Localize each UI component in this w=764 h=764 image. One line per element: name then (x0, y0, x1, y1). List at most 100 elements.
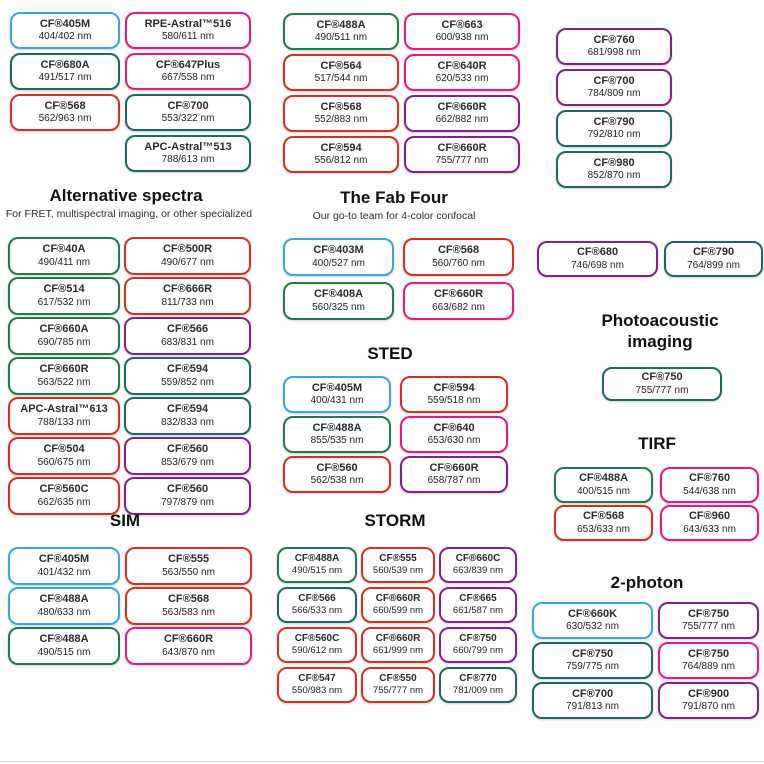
dye-name: CF®408A (313, 288, 364, 301)
dye-wavelengths: 566/533 nm (291, 605, 343, 617)
two-photon-title: 2-photon (610, 573, 684, 592)
dye-wavelengths: 517/544 nm (314, 73, 368, 85)
dye-wavelengths: 663/682 nm (432, 301, 485, 313)
dye-wavelengths: 404/402 nm (38, 31, 92, 43)
dye-name: CF®960 (688, 510, 731, 523)
dye-wavelengths: 658/787 nm (427, 475, 481, 487)
dye-wavelengths: 660/799 nm (452, 645, 504, 657)
bottom-divider (0, 761, 764, 762)
dye-name: CF®660R (437, 100, 487, 113)
dye-wavelengths: 681/998 nm (587, 47, 641, 59)
dye-wavelengths: 755/777 nm (435, 155, 489, 167)
dye-name: CF®40A (42, 243, 86, 256)
dye-name: CF®564 (320, 59, 362, 72)
fab-four-title: The Fab Four (340, 188, 448, 207)
dye-wavelengths: 683/831 nm (161, 336, 214, 348)
dye-wavelengths: 559/518 nm (427, 395, 481, 407)
dye-name: CF®405M (39, 17, 91, 30)
dye-wavelengths: 563/550 nm (162, 566, 215, 578)
dye-name: CF®647Plus (155, 58, 221, 71)
dye-name: CF®750 (687, 647, 730, 660)
dye-name: CF®500R (162, 243, 213, 256)
dye-wavelengths: 746/698 nm (571, 259, 624, 271)
dye-name: CF®680 (576, 246, 619, 259)
dye-name: CF®594 (433, 381, 475, 394)
dye-wavelengths: 400/515 nm (577, 485, 630, 497)
dye-wavelengths: 563/583 nm (162, 606, 215, 618)
tirf-title: TIRF (638, 434, 676, 453)
dye-wavelengths: 662/882 nm (435, 114, 489, 126)
dye-wavelengths: 643/633 nm (683, 523, 736, 535)
dye-name: CF®504 (43, 443, 85, 456)
dye-name: CF®560C (294, 633, 340, 645)
dye-name: CF®547 (298, 673, 336, 685)
dye-wavelengths: 661/587 nm (452, 605, 504, 617)
dye-wavelengths: 630/532 nm (566, 621, 619, 633)
dye-name: CF®488A (39, 593, 89, 606)
dye-wavelengths: 560/325 nm (312, 301, 365, 313)
dye-wavelengths: 550/983 nm (291, 685, 343, 697)
dye-wavelengths: 811/733 nm (161, 296, 214, 308)
dye-name: CF®660K (567, 607, 618, 620)
dye-name: CF®640R (437, 59, 487, 72)
dye-name: APC-Astral™513 (144, 140, 232, 153)
dye-name: CF®660R (375, 633, 421, 645)
dye-name: CF®750 (641, 371, 683, 384)
dye-name: CF®750 (459, 633, 497, 645)
dye-name: CF®790 (593, 115, 635, 128)
dye-name: CF®488A (578, 472, 629, 485)
dye-name: CF®660R (433, 288, 484, 301)
fab-four-subtitle: Our go-to team for 4-color confocal (312, 210, 476, 222)
dye-wavelengths: 560/539 nm (372, 565, 424, 577)
dye-wavelengths: 620/533 nm (435, 73, 489, 85)
dye-wavelengths: 660/599 nm (372, 605, 424, 617)
